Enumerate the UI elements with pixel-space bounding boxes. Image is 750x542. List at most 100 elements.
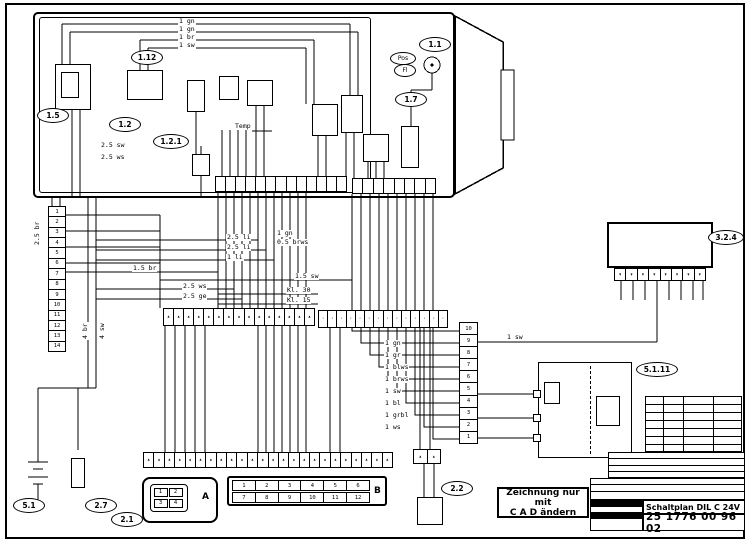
pin	[256, 177, 267, 191]
switch-pin-2	[533, 414, 541, 422]
pin-dot: ·	[411, 311, 421, 327]
pin-arrow: ▴	[196, 453, 207, 467]
wire-left-side	[37, 198, 352, 452]
terminal-label-kl30: Kl. 30	[286, 286, 312, 294]
pin-dot: ·	[384, 311, 393, 327]
pin-arrow: ▴	[164, 309, 175, 325]
callout-2-2: 2.2	[441, 481, 473, 496]
glow-plug-box	[187, 80, 205, 112]
wire-label: 1.5 br	[132, 264, 158, 272]
pin	[327, 177, 337, 191]
pin-arrow: ▴	[279, 453, 290, 467]
wire-label: 2.5 sw	[100, 141, 126, 149]
pin-arrow: ▴	[186, 453, 196, 467]
pin-arrow: ▴	[320, 453, 331, 467]
wire-label: 1 br	[178, 33, 196, 41]
pin-number: 4	[49, 238, 65, 249]
pin-arrow: ▴	[300, 453, 310, 467]
pin-number: 1	[466, 434, 471, 441]
pin-number: 1	[233, 481, 256, 490]
bottom-terminal-strip: ▴▴▴▴▴▴▴▴▴▴▴▴▴▴▴▴▴▴▴▴▴▴▴▴	[143, 452, 393, 468]
pin-number: 7	[233, 493, 256, 502]
wire-label: 1 gr	[384, 351, 402, 359]
drawing-number: 25 1776 00 96 02	[643, 511, 745, 535]
battery-fuse-symbols	[28, 452, 79, 500]
aux-component-box	[219, 76, 239, 100]
pin-number: 7	[49, 269, 65, 280]
pin-number: 5	[324, 481, 348, 490]
pin	[363, 179, 374, 193]
switch-divider	[590, 366, 591, 454]
pin-number: 8	[49, 280, 65, 290]
pin-arrow: ▴	[372, 453, 383, 467]
pin-number: 4	[301, 481, 325, 490]
callout-5-1: 5.1	[13, 498, 45, 513]
wire-label: 1 bl	[384, 399, 402, 407]
callout-3-2-4: 3.2.4	[708, 230, 744, 245]
plug-22: ▴▴	[413, 449, 441, 464]
pin	[337, 177, 346, 191]
callout-5-1-11: 5.1.11	[636, 362, 678, 377]
callout-1-7: 1.7	[395, 92, 427, 107]
pin	[297, 177, 307, 191]
pin-arrow: ▾	[626, 269, 638, 280]
relay-unit-324	[607, 222, 713, 268]
pin-number: 8	[256, 493, 279, 502]
heater-unit-block	[33, 12, 455, 198]
pin	[236, 177, 247, 191]
callout-1-1: 1.1	[419, 37, 451, 52]
pin-arrow: ▴	[174, 309, 185, 325]
pin-dot: ·	[430, 311, 439, 327]
pin-number: 6	[460, 371, 477, 384]
revision-table-divider	[713, 396, 714, 452]
gauge-dot	[430, 63, 434, 67]
wire-label: 2.5 li	[226, 233, 252, 241]
pin-arrow: ▴	[289, 453, 300, 467]
pin-arrow: ▾	[698, 271, 702, 278]
title-block-micro-rows	[590, 478, 745, 500]
revision-table-divider	[663, 396, 664, 452]
wire-label: 2.5 ge	[182, 292, 208, 300]
wire-label: 1 li	[226, 253, 244, 261]
pin-number: 1	[49, 207, 65, 218]
callout-1-2-1: 1.2.1	[153, 134, 189, 149]
pin-arrow: ▴	[295, 309, 305, 325]
unit-terminal-strip-1	[215, 176, 347, 192]
pin	[226, 177, 237, 191]
cad-note-line2: C A D ändern	[509, 507, 577, 518]
pin-arrow: ▴	[227, 453, 238, 467]
wire-label: 1 ws	[384, 423, 402, 431]
pin-arrow: ▴	[310, 453, 321, 467]
wire-label: 0.5 brws	[276, 238, 310, 246]
pin-number: 12	[354, 494, 362, 501]
drawing-title: Schaltplan DIL C 24V	[643, 500, 745, 514]
wire-label: 1 sw	[178, 41, 196, 49]
pin	[307, 177, 317, 191]
pin-arrow: ▴	[204, 309, 215, 325]
cad-note-line1: Zeichnung nur mit	[506, 487, 580, 508]
pin-number: 9	[279, 493, 302, 502]
pin	[405, 179, 416, 193]
pin	[317, 177, 327, 191]
pin-number: 2	[460, 420, 477, 432]
pin-number: 5	[49, 248, 65, 259]
heater-body-outline	[454, 14, 504, 196]
revision-table	[645, 396, 742, 452]
pin-arrow: ▴	[175, 453, 186, 467]
wire-label: 1 gn	[276, 229, 294, 237]
pin-arrow: ▾	[638, 269, 650, 280]
revision-history-rows	[608, 452, 745, 478]
pin	[426, 179, 435, 193]
pin	[276, 177, 287, 191]
pin-number: 8	[460, 347, 477, 360]
pin-arrow: ▾	[683, 269, 695, 280]
pin-dot: ·	[356, 311, 366, 327]
pin-arrow: ▴	[307, 314, 312, 320]
wire-right-side	[419, 281, 704, 497]
pin	[384, 179, 395, 193]
